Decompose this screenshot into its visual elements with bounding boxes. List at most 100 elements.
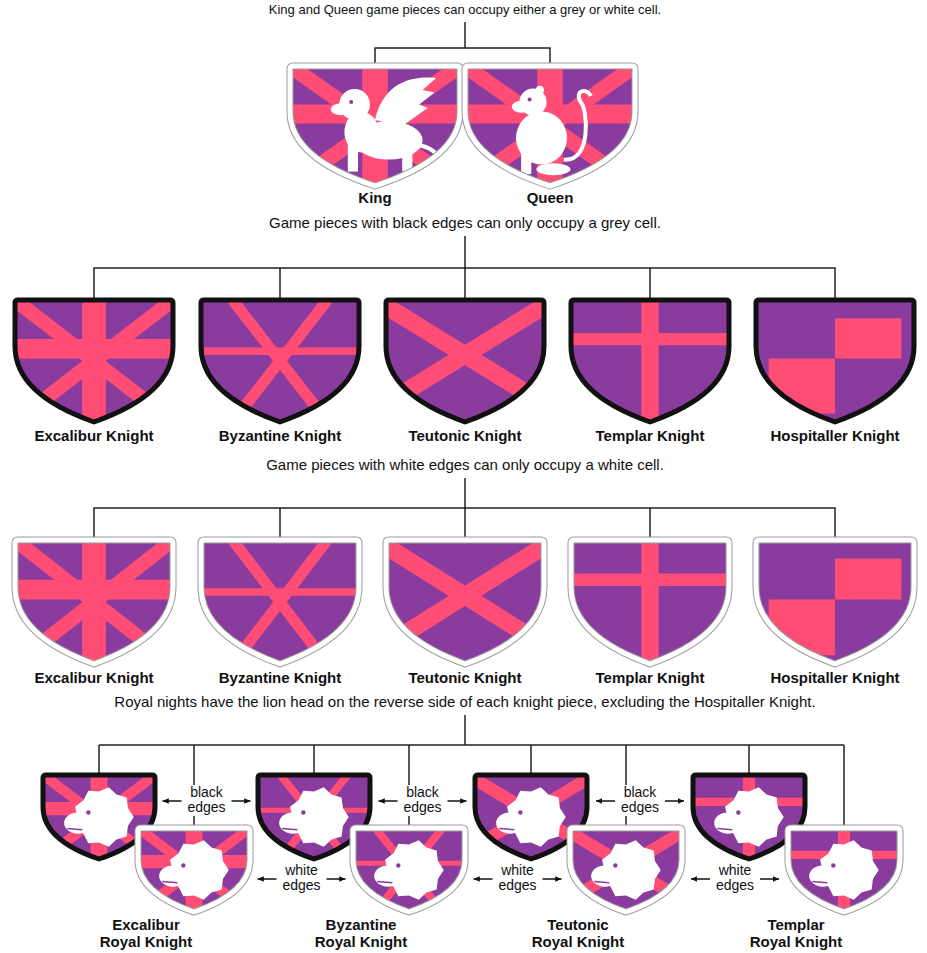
shield-stripe <box>15 540 173 664</box>
shield-ground <box>138 828 250 912</box>
emblem <box>374 840 444 900</box>
shield-graphic <box>462 63 638 189</box>
shield <box>756 540 914 664</box>
piece-name: Queen <box>460 189 640 206</box>
shield-field <box>353 828 465 912</box>
shield-stripe <box>386 306 544 404</box>
shield-field <box>201 540 359 664</box>
shield-ground <box>788 828 900 912</box>
shield-graphic <box>568 297 732 425</box>
shield <box>465 66 635 186</box>
royal-knight-pair: Templar Royal Knight <box>690 772 902 951</box>
shield-stripe <box>82 300 106 422</box>
white-edged-knight: Teutonic Knight <box>375 537 555 686</box>
white-edge <box>756 540 914 664</box>
direction-arrow <box>327 878 346 880</box>
emblem <box>331 78 439 174</box>
edge-note: white edges <box>495 863 541 894</box>
white-edged-knight: Byzantine Knight <box>190 537 370 686</box>
direction-arrow <box>379 800 398 802</box>
direction-arrow <box>665 800 684 802</box>
bracket-line <box>649 508 651 540</box>
emblem <box>591 840 661 900</box>
piece-name: Teutonic Knight <box>375 427 555 444</box>
bracket-line <box>464 478 466 508</box>
shield <box>290 66 460 186</box>
shield-ground <box>290 66 460 186</box>
edge-outline <box>756 540 914 664</box>
shield <box>201 540 359 664</box>
black-edge <box>756 300 914 422</box>
bracket-line <box>279 508 281 540</box>
piece-name: Byzantine Knight <box>190 669 370 686</box>
shield <box>138 828 250 912</box>
bracket-line <box>464 236 466 268</box>
shield-graphic <box>753 537 917 667</box>
shield-field <box>386 540 544 664</box>
black-edged-knight: Hospitaller Knight <box>745 297 925 444</box>
direction-arrow <box>474 878 493 880</box>
bracket-line <box>748 745 750 775</box>
shield <box>15 300 173 422</box>
shield-stripe <box>641 540 658 664</box>
shield-graphic <box>12 297 176 425</box>
white-edge <box>15 540 173 664</box>
white-edge <box>465 66 635 186</box>
shield-stripe <box>82 540 106 664</box>
shield-field <box>756 540 914 664</box>
shield-ground <box>386 300 544 422</box>
piece-name: Teutonic Royal Knight <box>528 916 628 951</box>
bracket-line <box>649 268 651 300</box>
shield <box>201 300 359 422</box>
black-edged-knight: Templar Knight <box>560 297 740 444</box>
edge-note: white edges <box>712 863 758 894</box>
bracket-line <box>464 715 466 745</box>
piece-name: Excalibur Royal Knight <box>96 916 196 951</box>
black-edged-knight: Excalibur Knight <box>4 297 184 444</box>
shield-stripe <box>233 300 328 422</box>
edge-outline <box>465 66 635 186</box>
shield-field <box>201 300 359 422</box>
piece-name: Excalibur Knight <box>4 669 184 686</box>
edge-note: white edges <box>279 863 325 894</box>
shield-graphic <box>287 63 463 189</box>
shield <box>571 300 729 422</box>
piece-name: Teutonic Knight <box>375 669 555 686</box>
shield-field <box>15 540 173 664</box>
edge-outline <box>290 66 460 186</box>
white-edged-knight: Excalibur Knight <box>4 537 184 686</box>
shield-quarter <box>835 318 901 358</box>
edge-note: black edges <box>184 785 230 816</box>
piece-name: King <box>285 189 465 206</box>
shield-ground <box>201 300 359 422</box>
bracket-line <box>94 268 835 300</box>
piece-name: Templar Royal Knight <box>746 916 846 951</box>
shield-stripe <box>641 300 658 422</box>
black-edge <box>571 300 729 422</box>
direction-arrow <box>543 878 562 880</box>
shield-graphic <box>383 297 547 425</box>
black-edged-knight: Byzantine Knight <box>190 297 370 444</box>
edge-outline <box>571 540 729 664</box>
shield-graphic <box>568 537 732 667</box>
emblem <box>512 86 591 175</box>
emblem <box>159 840 229 900</box>
shield-field <box>386 300 544 422</box>
black-edge <box>15 300 173 422</box>
shield-ground <box>201 540 359 664</box>
edge-outline <box>138 828 250 912</box>
black-edged-knight: Teutonic Knight <box>375 297 555 444</box>
shield <box>756 300 914 422</box>
white-edge <box>571 540 729 664</box>
shield-field <box>138 828 250 912</box>
direction-arrow <box>760 878 779 880</box>
shield-stripe <box>15 540 173 664</box>
shield-stripe <box>465 66 635 186</box>
black-edge <box>386 300 544 422</box>
direction-arrow <box>448 800 467 802</box>
shield <box>570 828 682 912</box>
shield-stripe <box>138 828 250 912</box>
bracket-line <box>94 508 835 540</box>
white-edge <box>290 66 460 186</box>
shield <box>386 540 544 664</box>
